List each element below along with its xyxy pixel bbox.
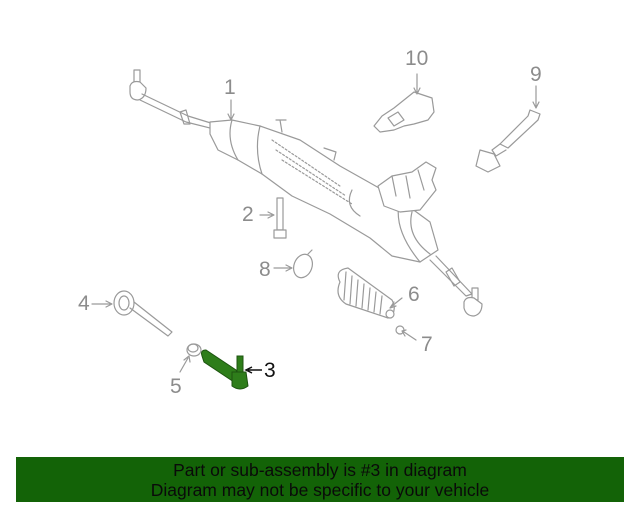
leader-9 xyxy=(532,85,540,109)
boot-part xyxy=(337,267,395,319)
valve-body xyxy=(377,161,437,213)
outer-tie-rod-end-highlighted xyxy=(201,349,249,390)
banner-line-1: Part or sub-assembly is #3 in diagram xyxy=(173,460,467,480)
leader-5 xyxy=(179,355,191,373)
leader-3 xyxy=(244,366,262,374)
callout-4: 4 xyxy=(78,292,90,315)
inner-tie-rod-part xyxy=(113,290,173,337)
callout-3: 3 xyxy=(264,359,276,382)
callout-10: 10 xyxy=(405,47,429,70)
leader-7 xyxy=(401,329,417,341)
callout-1: 1 xyxy=(224,76,236,99)
part-info-banner: Part or sub-assembly is #3 in diagram Di… xyxy=(16,457,624,502)
left-tie-rod-end xyxy=(129,69,219,131)
banner-line-2: Diagram may not be specific to your vehi… xyxy=(150,480,490,500)
rack-housing xyxy=(209,119,439,263)
parts-diagram: 1 2 3 4 5 6 7 8 9 10 xyxy=(78,47,542,398)
leader-10 xyxy=(413,73,421,95)
nut-part xyxy=(186,343,202,357)
diagram-drawing xyxy=(91,69,541,390)
callout-5: 5 xyxy=(170,375,182,398)
callout-8: 8 xyxy=(259,258,271,281)
callout-2: 2 xyxy=(242,203,254,226)
right-tie-rod xyxy=(429,255,483,317)
intermediate-shaft-part xyxy=(475,109,541,173)
leader-6 xyxy=(389,297,403,309)
callout-6: 6 xyxy=(408,283,420,306)
clamp-part xyxy=(292,249,314,279)
leader-4 xyxy=(91,300,113,308)
heat-shield-part xyxy=(373,91,435,133)
bolt-part xyxy=(273,197,287,239)
leader-2 xyxy=(259,211,275,219)
leader-8 xyxy=(273,264,293,272)
callout-7: 7 xyxy=(421,333,433,356)
callout-9: 9 xyxy=(530,63,542,86)
leader-1 xyxy=(227,99,235,121)
